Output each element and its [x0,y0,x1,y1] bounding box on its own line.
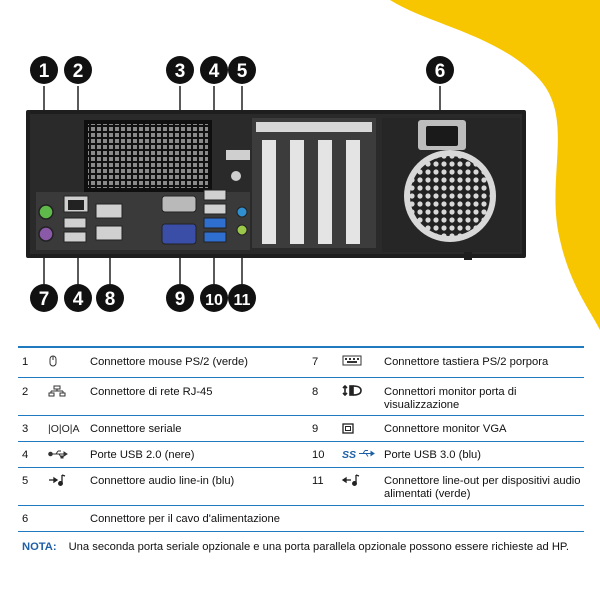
note: NOTA: Una seconda porta seriale opzionale… [22,541,582,553]
usb-trident-icon [359,449,376,457]
legend-label: Connettore tastiera PS/2 porpora [384,356,549,368]
svg-text:7: 7 [39,289,50,310]
callout-6: 6 [426,56,454,84]
legend-num: 8 [312,385,319,398]
keyboard-icon [340,347,382,377]
legend-row: 5 Connettore audio line-in (blu) 11 Conn… [18,467,584,505]
legend-num: 2 [22,385,29,398]
legend-num: 6 [22,512,29,525]
legend-label: Porte USB 2.0 (nere) [90,448,195,461]
serial-icon: |O|O|A [48,422,80,435]
svg-text:6: 6 [435,61,446,82]
legend-label: Connettore di rete RJ-45 [90,385,213,398]
svg-text:4: 4 [73,289,84,310]
svg-text:1: 1 [39,61,50,82]
legend-label: Porte USB 3.0 (blu) [384,448,482,461]
legend-num: 7 [312,356,319,368]
legend-num: 3 [22,422,29,435]
callouts-top: 1 2 3 4 5 6 [30,56,454,84]
vga-icon [340,415,382,441]
legend-num: 4 [22,448,29,461]
ports [38,189,248,245]
displayport-icon [340,377,382,415]
svg-text:3: 3 [175,61,186,82]
callout-10: 10 [200,284,228,312]
legend-row: 6 Connettore per il cavo d'alimentazione [18,505,584,531]
callout-5: 5 [228,56,256,84]
callouts-bottom: 7 4 8 9 10 11 [30,284,256,312]
legend-num: 5 [22,474,29,487]
network-icon [46,377,88,415]
note-text: Una seconda porta seriale opzionale e un… [68,541,570,553]
legend-row: 1 Connettore mouse PS/2 (verde) 7 Connet… [18,347,584,377]
mouse-icon [46,347,88,377]
legend-label: Connettore monitor VGA [384,422,507,435]
callout-9: 9 [166,284,194,312]
line-in-icon [46,467,88,505]
rear-panel-figure: 1 2 3 4 5 6 7 4 8 9 10 11 [26,56,526,312]
svg-text:10: 10 [205,292,223,309]
svg-text:4: 4 [209,61,220,82]
legend-label: Connettore seriale [90,422,182,435]
callout-2: 2 [64,56,92,84]
legend-row: 3 |O|O|A Connettore seriale 9 Connettore… [18,415,584,441]
svg-text:2: 2 [73,61,84,82]
callout-1: 1 [30,56,58,84]
callout-4: 4 [200,56,228,84]
chassis [26,110,526,260]
callout-3: 3 [166,56,194,84]
usb3-icon: SS [342,448,357,461]
line-out-icon [340,467,382,505]
legend-row: 2 Connettore di rete RJ-45 8 Connettori … [18,377,584,415]
usb-icon [46,441,88,467]
legend-num: 9 [312,422,319,435]
callout-8: 8 [96,284,124,312]
legend-row: 4 Porte USB 2.0 (nere) 10 SS Porte USB 3… [18,441,584,467]
callout-7: 7 [30,284,58,312]
legend-num: 11 [312,474,324,487]
svg-text:11: 11 [234,292,251,309]
svg-text:9: 9 [175,289,186,310]
legend-label: Connettore line-out per dispositivi audi… [384,474,581,501]
note-prefix: NOTA: [22,541,57,553]
legend-table: 1 Connettore mouse PS/2 (verde) 7 Connet… [18,346,584,532]
svg-text:5: 5 [237,61,248,82]
callout-11: 11 [228,284,256,312]
callout-4b: 4 [64,284,92,312]
legend-num: 10 [312,448,325,461]
legend-num: 1 [22,356,29,368]
legend-label: Connettore audio line-in (blu) [90,474,235,487]
svg-text:8: 8 [105,289,116,310]
legend-label: Connettore per il cavo d'alimentazione [90,512,280,525]
legend-label: Connettore mouse PS/2 (verde) [90,356,248,368]
legend-label: Connettori monitor porta di visualizzazi… [384,385,517,412]
